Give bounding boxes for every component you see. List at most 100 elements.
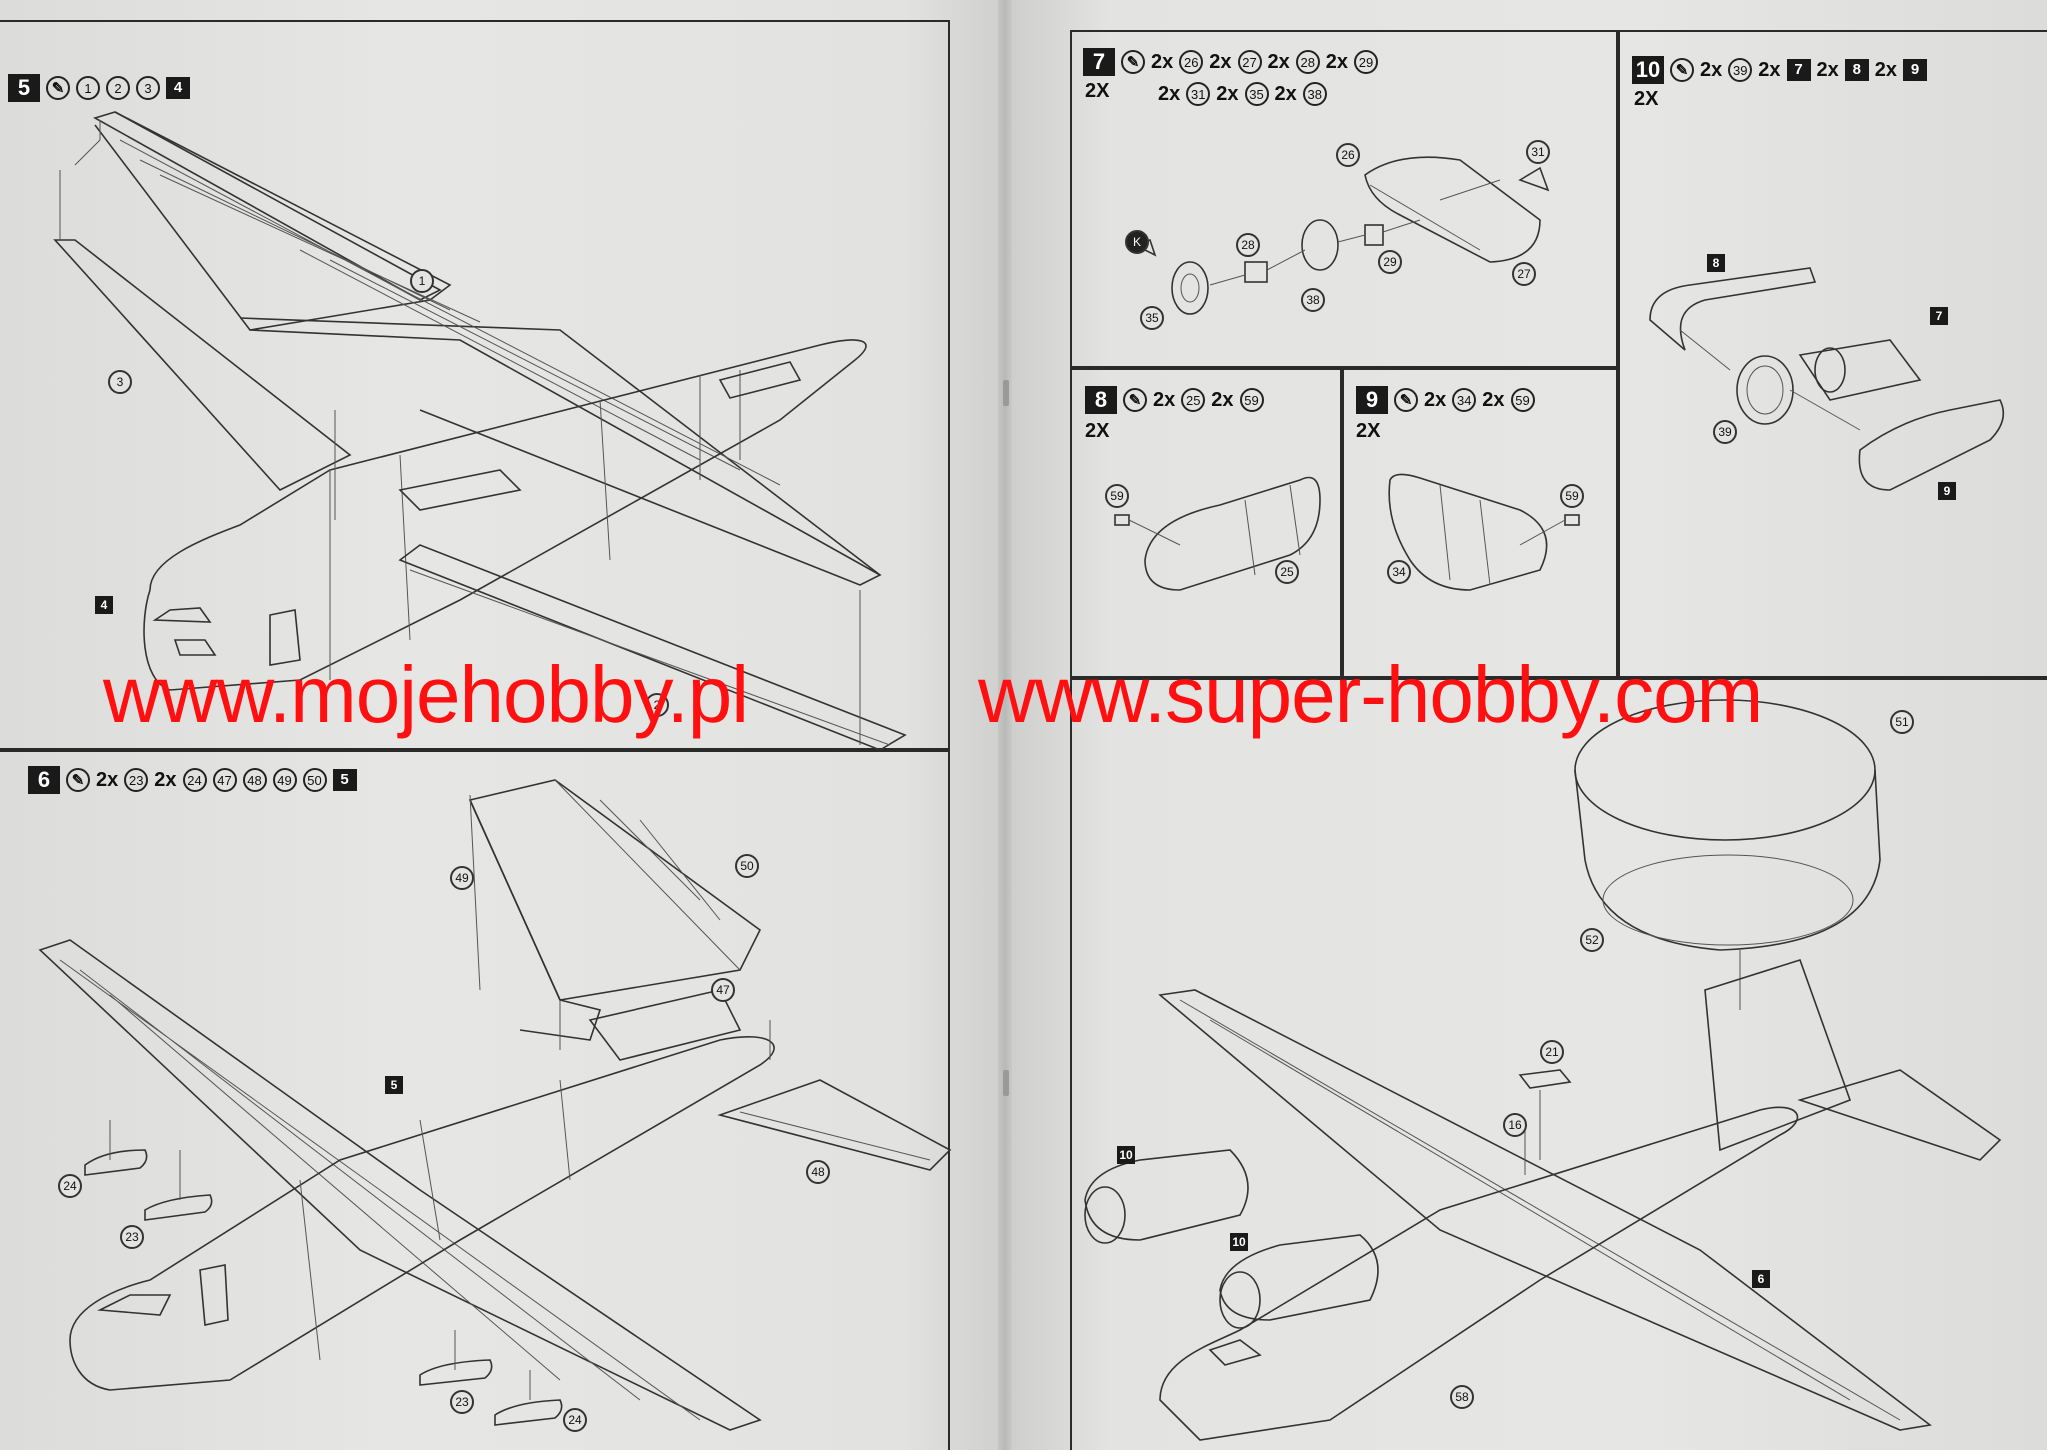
part-callout: 24 xyxy=(58,1174,82,1198)
part-callout: 50 xyxy=(735,854,759,878)
step-8-quantity: 2X xyxy=(1085,420,1110,442)
subassembly-number: 5 xyxy=(332,769,357,791)
part-callout: 28 xyxy=(1236,233,1260,257)
part-number: 35 xyxy=(1244,82,1269,106)
step-number: 8 xyxy=(1085,386,1117,414)
subassembly-number: 9 xyxy=(1903,59,1927,81)
glue-icon: ✎ xyxy=(46,76,70,100)
part-number: 3 xyxy=(136,76,160,100)
step-7-header: 7 ✎ 2x 26 2x 27 2x 28 2x 29 xyxy=(1083,48,1378,76)
part-callout: 27 xyxy=(1512,262,1536,286)
quantity: 2x xyxy=(1482,388,1505,411)
quantity: 2x xyxy=(1424,388,1447,411)
quantity: 2x xyxy=(1211,388,1234,411)
paint-callout: K xyxy=(1125,230,1149,254)
part-number: 1 xyxy=(76,76,100,100)
quantity: 2x xyxy=(1216,82,1239,105)
quantity: 2x xyxy=(1267,50,1290,73)
step-8-header: 8 ✎ 2x 25 2x 59 xyxy=(1085,386,1264,414)
subassembly-callout: 10 xyxy=(1230,1233,1248,1251)
glue-icon: ✎ xyxy=(1123,388,1147,412)
step-7-panel xyxy=(1070,30,1618,368)
part-number: 49 xyxy=(272,768,297,792)
step-9-drawing xyxy=(1388,473,1580,591)
glue-icon: ✎ xyxy=(1121,50,1145,74)
part-callout: 16 xyxy=(1503,1113,1527,1137)
part-callout: 51 xyxy=(1890,710,1914,734)
glue-icon: ✎ xyxy=(66,768,90,792)
part-callout: 31 xyxy=(1526,140,1550,164)
part-callout: 34 xyxy=(1387,560,1411,584)
watermark-right: www.super-hobby.com xyxy=(978,650,1763,739)
part-number: 2 xyxy=(106,76,130,100)
step-5-drawing xyxy=(53,111,907,751)
part-number: 26 xyxy=(1179,50,1204,74)
quantity: 2x xyxy=(1700,58,1723,81)
part-callout: 47 xyxy=(711,978,735,1002)
part-callout: 26 xyxy=(1336,143,1360,167)
quantity: 2x xyxy=(1158,82,1181,105)
step-number: 9 xyxy=(1356,386,1388,414)
staple xyxy=(1003,1070,1009,1096)
subassembly-callout: 4 xyxy=(95,596,113,614)
step-10-drawing xyxy=(1649,267,2005,491)
step-number: 5 xyxy=(8,74,40,102)
part-callout: 48 xyxy=(806,1160,830,1184)
step-9-header: 9 ✎ 2x 34 2x 59 xyxy=(1356,386,1535,414)
glue-icon: ✎ xyxy=(1394,388,1418,412)
subassembly-number: 7 xyxy=(1786,59,1811,81)
step-10-quantity: 2X xyxy=(1634,88,1659,110)
part-number: 28 xyxy=(1295,50,1320,74)
step-number: 7 xyxy=(1083,48,1115,76)
part-number: 39 xyxy=(1728,58,1753,82)
part-callout: 21 xyxy=(1540,1040,1564,1064)
step-8-panel xyxy=(1070,368,1342,678)
part-callout: 59 xyxy=(1105,484,1129,508)
part-callout: 2 xyxy=(645,693,669,717)
step-5-panel xyxy=(0,20,950,750)
part-callout: 25 xyxy=(1275,560,1299,584)
part-callout: 52 xyxy=(1580,928,1604,952)
watermark-left: www.mojehobby.pl xyxy=(103,650,749,739)
part-number: 34 xyxy=(1452,388,1477,412)
part-callout: 49 xyxy=(450,866,474,890)
quantity: 2x xyxy=(1816,58,1839,81)
part-callout: 24 xyxy=(563,1408,587,1432)
part-callout: 39 xyxy=(1713,420,1737,444)
part-callout: 58 xyxy=(1450,1385,1474,1409)
glue-icon: ✎ xyxy=(1670,58,1694,82)
part-number: 27 xyxy=(1237,50,1262,74)
part-callout: 38 xyxy=(1301,288,1325,312)
staple xyxy=(1003,380,1009,406)
part-number: 25 xyxy=(1181,388,1206,412)
part-number: 23 xyxy=(124,768,149,792)
subassembly-callout: 6 xyxy=(1752,1270,1770,1288)
quantity: 2x xyxy=(1325,50,1348,73)
step-9-panel xyxy=(1342,368,1618,678)
part-callout: 59 xyxy=(1560,484,1584,508)
right-page xyxy=(1005,0,2047,1450)
step-number: 6 xyxy=(28,766,60,794)
step-7-header-row2: 2x 31 2x 35 2x 38 xyxy=(1158,82,1327,106)
step-number: 10 xyxy=(1632,56,1664,84)
part-number: 29 xyxy=(1354,50,1378,74)
part-number: 59 xyxy=(1239,388,1264,412)
part-callout: 3 xyxy=(108,370,132,394)
quantity: 2x xyxy=(1274,82,1297,105)
part-number: 47 xyxy=(212,768,237,792)
step-6-header: 6 ✎ 2x 23 2x 24 47 48 49 50 5 xyxy=(28,766,357,794)
part-callout: 29 xyxy=(1378,250,1402,274)
quantity: 2x xyxy=(1209,50,1232,73)
part-number: 38 xyxy=(1302,82,1327,106)
quantity: 2x xyxy=(154,768,177,791)
quantity: 2x xyxy=(1758,58,1781,81)
quantity: 2x xyxy=(1153,388,1176,411)
subassembly-callout: 8 xyxy=(1707,254,1725,272)
step-9-quantity: 2X xyxy=(1356,420,1381,442)
part-number: 48 xyxy=(242,768,267,792)
subassembly-number: 4 xyxy=(166,77,190,99)
step-6-panel xyxy=(0,750,950,1450)
subassembly-number: 8 xyxy=(1844,59,1869,81)
quantity: 2x xyxy=(96,768,119,791)
